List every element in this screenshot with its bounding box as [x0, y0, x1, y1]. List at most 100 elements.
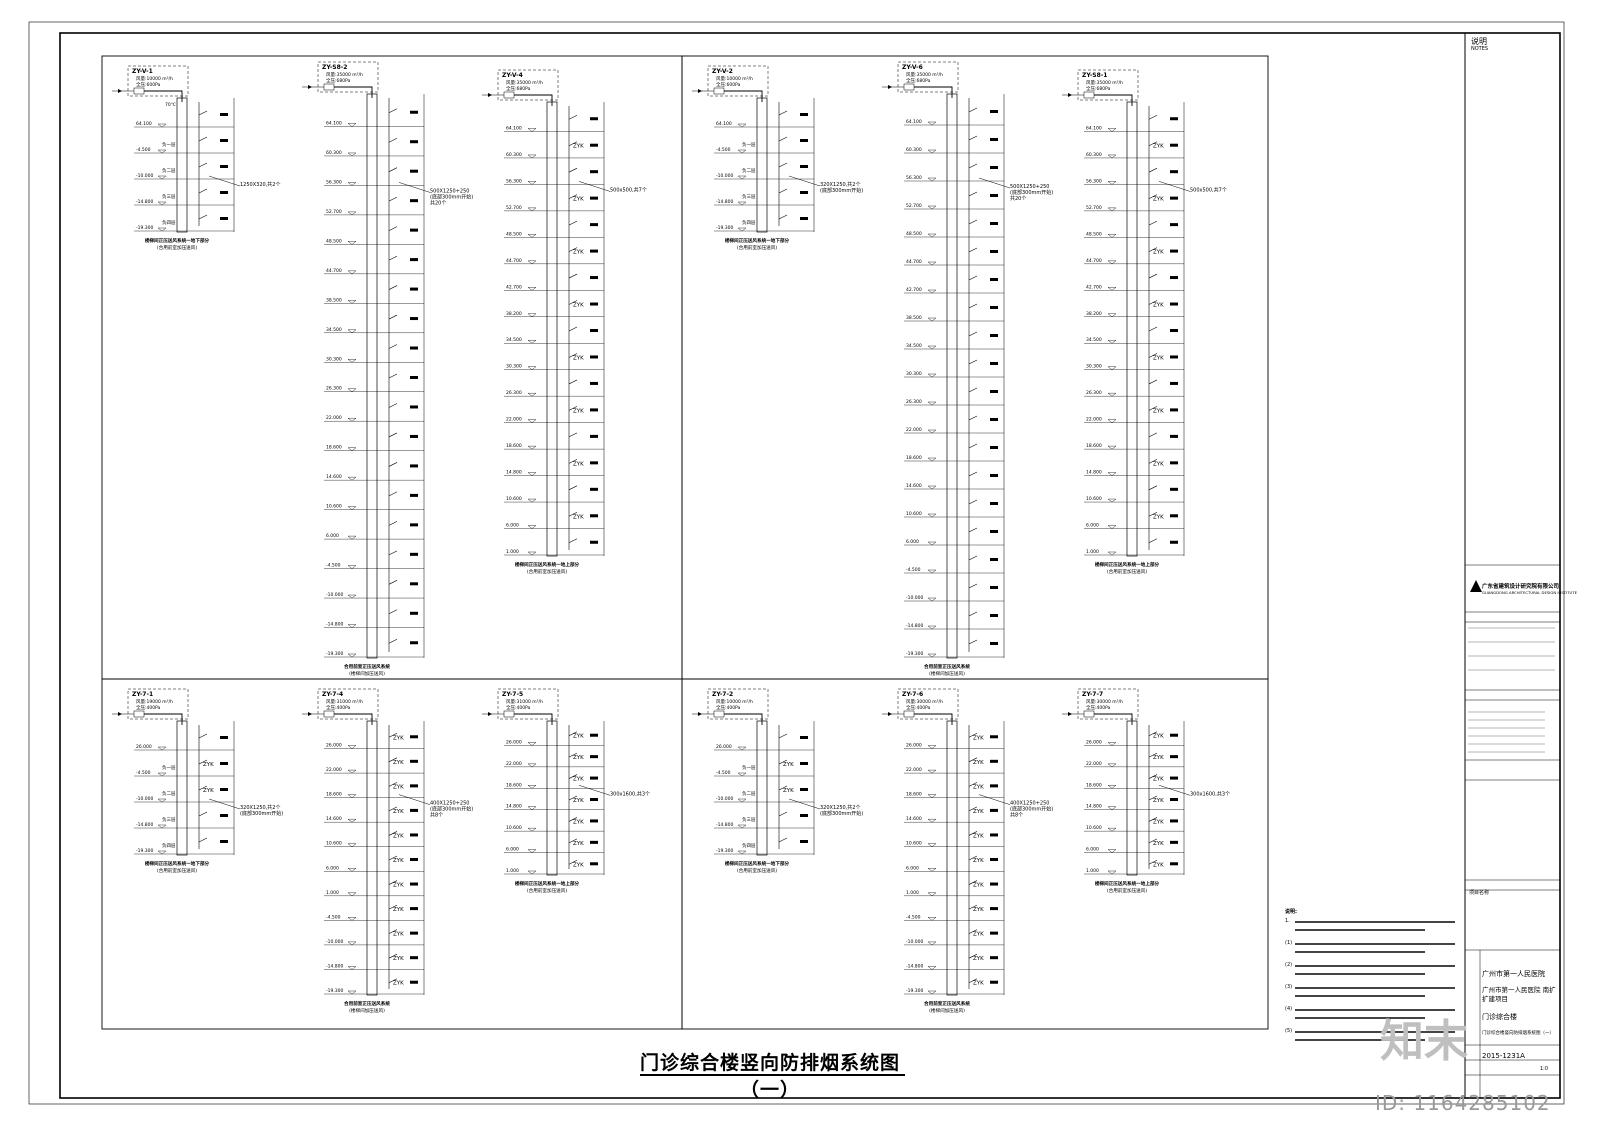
room-tag-icon: [990, 784, 998, 788]
duct-note: 共20个: [1010, 195, 1026, 202]
level-marker-icon: [1107, 234, 1117, 238]
damper-icon: [568, 379, 578, 385]
note-leader: [398, 182, 431, 193]
damper-icon: [568, 300, 578, 305]
level-marker-icon: [347, 182, 357, 186]
system-caption: (楼梯间加压送风): [349, 670, 385, 677]
damper-icon: [568, 432, 578, 438]
zyk-label: ZYK: [573, 755, 584, 761]
room-tag-icon: [410, 199, 418, 203]
level-elevation: 52.700: [506, 205, 522, 211]
room-tag-icon: [220, 762, 228, 765]
level-elevation: 1.000: [1086, 868, 1099, 874]
duct-note: (底部300mm开始): [430, 806, 473, 813]
level-elevation: -4.500: [136, 147, 151, 153]
level-marker-icon: [737, 123, 747, 128]
level-elevation: 42.700: [906, 287, 922, 293]
level-elevation: 26.000: [136, 744, 152, 750]
system-code: ZY-7-7: [1082, 691, 1103, 698]
damper-icon: [968, 303, 978, 309]
level-marker-icon: [1107, 763, 1117, 768]
level-marker-icon: [527, 445, 537, 450]
room-tag-icon: [590, 249, 598, 253]
level-marker-icon: [347, 868, 357, 872]
level-marker-icon: [927, 941, 937, 946]
system-zy-7-1: ZY-7-1风量:19000 m³/h全压:400Pa26.000-4.500负…: [112, 688, 283, 874]
drawing-scale: 1:0: [1540, 1066, 1549, 1072]
level-marker-icon: [927, 317, 937, 322]
general-note-text-line: [1295, 973, 1425, 975]
room-tag-icon: [410, 552, 418, 556]
sub-project-name: 门诊综合楼: [1482, 1013, 1517, 1021]
drawing-name-block: 门诊综合楼竖向防排烟系统图（一）: [1482, 1031, 1554, 1036]
level-elevation: 1.000: [906, 890, 919, 896]
level-marker-icon: [1107, 419, 1117, 423]
room-tag-icon: [590, 461, 598, 465]
zyk-label: ZYK: [973, 833, 984, 839]
level-elevation: 52.700: [1086, 205, 1102, 211]
damper-icon: [388, 978, 398, 983]
duct-note: 1250X320,共2个: [240, 181, 280, 188]
level-elevation: 1.000: [326, 890, 339, 896]
level-marker-icon: [527, 472, 537, 476]
damper-icon: [568, 538, 578, 544]
fan-icon: [503, 710, 515, 718]
zyk-label: ZYK: [203, 788, 214, 794]
room-tag-icon: [410, 833, 418, 837]
fan-icon: [713, 710, 725, 718]
level-elevation: 18.600: [1086, 782, 1102, 788]
system-spec: 全压:400Pa: [1086, 704, 1111, 711]
room-tag-icon: [410, 980, 418, 984]
level-elevation: 10.600: [906, 511, 922, 517]
level-elevation: 10.600: [906, 841, 922, 847]
general-note-number: (5): [1285, 1028, 1293, 1034]
level-elevation: 14.600: [906, 816, 922, 822]
arrow-icon: [1068, 712, 1072, 716]
room-tag-icon: [990, 474, 998, 477]
level-marker-icon: [527, 525, 537, 529]
room-tag-icon: [220, 113, 228, 116]
system-caption: (楼梯间加压送风): [929, 670, 965, 677]
room-tag-icon: [1170, 329, 1178, 332]
level-marker-icon: [927, 892, 937, 897]
room-tag-icon: [410, 317, 418, 321]
level-marker-icon: [927, 345, 937, 350]
arrow-icon: [118, 89, 122, 93]
damper-icon: [568, 817, 578, 822]
outer-frame: [28, 21, 1565, 1105]
level-elevation: 10.600: [1086, 496, 1102, 502]
zyk-label: ZYK: [393, 907, 404, 913]
note-leader: [398, 794, 431, 805]
system-spec: 风量:30000 m³/h: [906, 698, 943, 705]
level-elevation: 6.000: [326, 533, 339, 539]
level-marker-icon: [1107, 340, 1117, 344]
drawing-title: 门诊综合楼竖向防排烟系统图（一）: [639, 1052, 900, 1101]
level-marker-icon: [157, 227, 167, 232]
duct-note: 共20个: [430, 199, 446, 206]
level-elevation: 48.500: [1086, 231, 1102, 237]
floor-name: 负三层: [742, 193, 756, 200]
level-marker-icon: [927, 541, 937, 546]
room-tag-icon: [800, 736, 808, 739]
level-elevation: 6.000: [326, 865, 339, 871]
damper-icon: [1148, 731, 1158, 736]
damper-icon: [968, 443, 978, 449]
level-elevation: 1.000: [1086, 549, 1099, 555]
note-leader: [208, 175, 241, 187]
damper-icon: [968, 275, 978, 281]
room-tag-icon: [220, 191, 228, 194]
damper-icon: [778, 811, 788, 817]
level-elevation: 26.000: [326, 743, 342, 749]
damper-icon: [778, 162, 788, 168]
supply-duct: [334, 86, 373, 98]
system-spec: 风量:35000 m³/h: [326, 71, 363, 78]
room-tag-icon: [220, 217, 228, 220]
level-marker-icon: [927, 261, 937, 266]
level-marker-icon: [1107, 472, 1117, 476]
system-spec: 风量:35000 m³/h: [1086, 79, 1123, 86]
room-tag-icon: [590, 381, 598, 385]
level-elevation: 18.600: [1086, 443, 1102, 449]
system-spec: 风量:10000 m³/h: [716, 75, 753, 82]
level-elevation: 18.600: [506, 782, 522, 788]
supply-duct: [514, 713, 553, 725]
